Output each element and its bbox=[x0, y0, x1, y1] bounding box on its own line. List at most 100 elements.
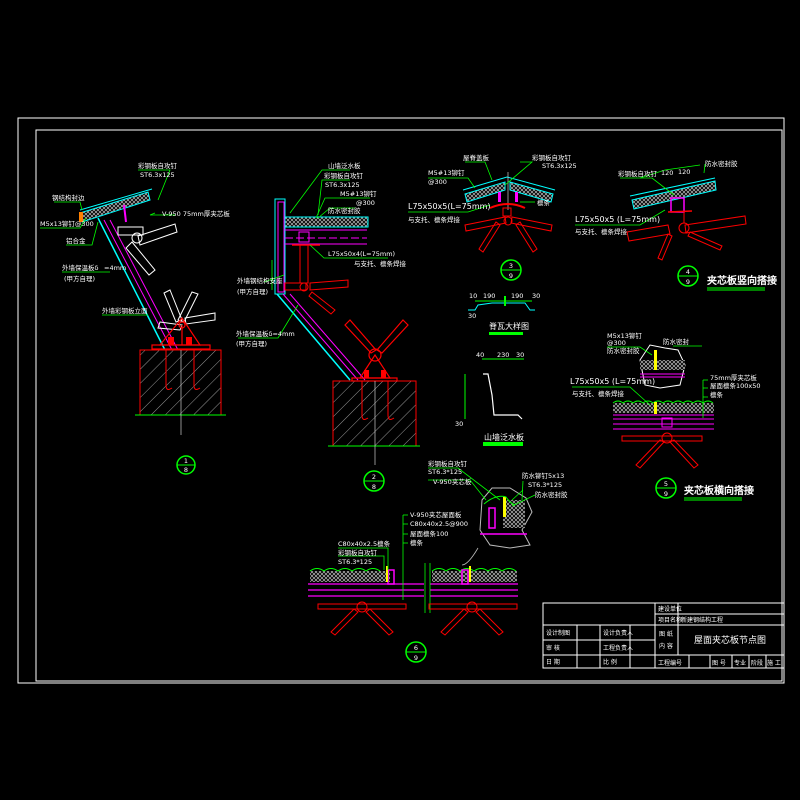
svg-text:工程负责人: 工程负责人 bbox=[603, 644, 633, 652]
screw bbox=[123, 204, 127, 223]
svg-text:比 例: 比 例 bbox=[603, 658, 617, 666]
title-block-text: 设计制图 设计负责人 审 核 工程负责人 日 期 比 例 建设单位 项目名称 新… bbox=[546, 605, 781, 667]
label: 彩钢板自攻钉 bbox=[138, 161, 178, 170]
detail-title: 夹芯板横向搭接 bbox=[684, 484, 754, 497]
svg-text:3: 3 bbox=[509, 262, 513, 270]
svg-text:9: 9 bbox=[664, 490, 668, 498]
label: L75x50x4(L=75mm) bbox=[328, 250, 395, 258]
label: 钢结构封边 bbox=[52, 193, 85, 202]
label: (甲方自理) bbox=[64, 274, 95, 283]
svg-text:190: 190 bbox=[483, 292, 495, 300]
svg-text:30: 30 bbox=[516, 351, 524, 359]
detail-6: 彩钢板自攻钉 ST6.3*125 V-950夹芯板 防水铆钉5x13 ST6.3… bbox=[308, 459, 568, 663]
label: 120 bbox=[678, 168, 690, 176]
svg-text:内 容: 内 容 bbox=[659, 642, 673, 650]
label: 防水密封胶 bbox=[705, 159, 738, 168]
detail-title: 夹芯板竖向搭接 bbox=[707, 274, 777, 287]
label: 屋面檩条100x50 bbox=[710, 381, 761, 390]
label: M5x13铆钉@300 bbox=[40, 219, 94, 228]
detail-4: 彩钢板自攻钉 120 120 防水密封胶 L75x50x5 (L=75mm) 与… bbox=[575, 159, 777, 291]
label: 外墙保温板δ bbox=[62, 263, 99, 272]
label: V-950 75mm厚夹芯板 bbox=[162, 209, 230, 218]
inner-frame bbox=[35, 129, 783, 682]
label: @300 bbox=[356, 199, 375, 207]
svg-text:专业: 专业 bbox=[734, 659, 746, 667]
title-block bbox=[542, 602, 785, 669]
sandwich-panel bbox=[613, 403, 714, 413]
svg-text:190: 190 bbox=[511, 292, 523, 300]
label: =4mm bbox=[104, 264, 126, 272]
detail-1: 彩钢板自攻钉 ST6.3x125 钢结构封边 M5x13铆钉@300 铝合金 V… bbox=[40, 161, 230, 475]
rivet-mark bbox=[79, 212, 83, 222]
label: 防水铆钉5x13 bbox=[522, 471, 564, 480]
detail-marker-1: 1 8 bbox=[176, 455, 196, 475]
svg-text:30: 30 bbox=[455, 420, 463, 428]
detail-marker-5: 5 9 bbox=[655, 477, 677, 499]
svg-text:项目名称: 项目名称 bbox=[658, 616, 682, 624]
svg-text:40: 40 bbox=[476, 351, 484, 359]
svg-text:30: 30 bbox=[468, 312, 476, 320]
svg-text:6: 6 bbox=[414, 644, 418, 652]
svg-text:1: 1 bbox=[184, 457, 188, 465]
svg-text:4: 4 bbox=[686, 268, 690, 276]
svg-text:图 号: 图 号 bbox=[712, 660, 726, 667]
svg-text:审 核: 审 核 bbox=[546, 644, 560, 652]
label: 檩条 bbox=[710, 390, 724, 399]
detail-5: M5x13铆钉 @300 防水密封胶 防水密封 L75x50x5 (L=75mm… bbox=[570, 331, 761, 501]
label: V-950夹芯板 bbox=[433, 477, 472, 486]
label: 与支托、檩条焊接 bbox=[354, 259, 407, 268]
label: 防水密封胶 bbox=[328, 206, 361, 215]
label: 与支托、檩条焊接 bbox=[572, 389, 625, 398]
svg-text:8: 8 bbox=[184, 466, 188, 474]
svg-text:新建钢结构工程: 新建钢结构工程 bbox=[681, 616, 723, 624]
label: (甲方自理) bbox=[237, 287, 268, 296]
detail-marker-2: 2 8 bbox=[363, 470, 385, 492]
wall-purlin bbox=[109, 219, 179, 351]
label: @300 bbox=[428, 178, 447, 186]
label: 与支托、檩条焊接 bbox=[575, 227, 628, 236]
label: L75x50x5 (L=75mm) bbox=[575, 215, 660, 224]
svg-text:9: 9 bbox=[509, 272, 513, 280]
label: 外墙钢结构支座 bbox=[237, 276, 283, 285]
detail-marker-4: 4 9 bbox=[677, 265, 699, 287]
label: 外墙保温板δ=4mm bbox=[236, 329, 295, 338]
sandwich-panel bbox=[464, 181, 506, 203]
label: 外墙彩钢板立面 bbox=[102, 306, 148, 315]
svg-text:日 期: 日 期 bbox=[546, 658, 560, 666]
label: V-950夹芯屋面板 bbox=[410, 510, 462, 519]
label: C80x40x2.5@900 bbox=[410, 520, 468, 528]
label: 铝合金 bbox=[66, 236, 86, 245]
svg-text:9: 9 bbox=[414, 654, 418, 662]
svg-text:工程编号: 工程编号 bbox=[658, 659, 682, 667]
profile-ridge-cap: 10 190 190 30 30 脊瓦大样图 bbox=[468, 292, 540, 335]
label: 防水密封胶 bbox=[535, 490, 568, 499]
svg-text:阶段: 阶段 bbox=[751, 659, 763, 667]
label: 檩条 bbox=[537, 198, 551, 207]
label: 屋脊盖板 bbox=[463, 153, 490, 162]
sandwich-panel bbox=[310, 571, 390, 582]
label: C80x40x2.5檩条 bbox=[338, 539, 391, 548]
label: 彩钢板自攻钉 bbox=[338, 548, 378, 557]
label: 与支托、檩条焊接 bbox=[408, 215, 461, 224]
label: 防水密封 bbox=[663, 337, 690, 346]
label: L75x50x5(L=75mm) bbox=[408, 202, 491, 211]
concrete-pedestal bbox=[139, 349, 222, 416]
panel-skin bbox=[79, 188, 153, 211]
label: ST6.3*125 bbox=[528, 481, 562, 489]
label: 120 bbox=[661, 169, 673, 177]
svg-text:30: 30 bbox=[532, 292, 540, 300]
detail-marker-6: 6 9 bbox=[405, 641, 427, 663]
wall-purlin bbox=[103, 219, 173, 351]
svg-text:设计制图: 设计制图 bbox=[546, 629, 570, 637]
svg-text:建设单位: 建设单位 bbox=[658, 605, 682, 613]
label: 彩钢板自攻钉 bbox=[324, 171, 364, 180]
svg-text:5: 5 bbox=[664, 480, 668, 488]
drawing-title: 屋面夹芯板节点图 bbox=[694, 634, 766, 646]
label: 山墙泛水板 bbox=[328, 161, 361, 170]
detail-3: 屋脊盖板 彩钢板自攻钉 ST6.3x125 M5#13铆钉 @300 L75x5… bbox=[408, 153, 577, 281]
profile-title: 脊瓦大样图 bbox=[489, 321, 529, 331]
svg-text:9: 9 bbox=[686, 278, 690, 286]
label: @300 bbox=[607, 339, 626, 347]
label: L75x50x5 (L=75mm) bbox=[570, 377, 655, 386]
